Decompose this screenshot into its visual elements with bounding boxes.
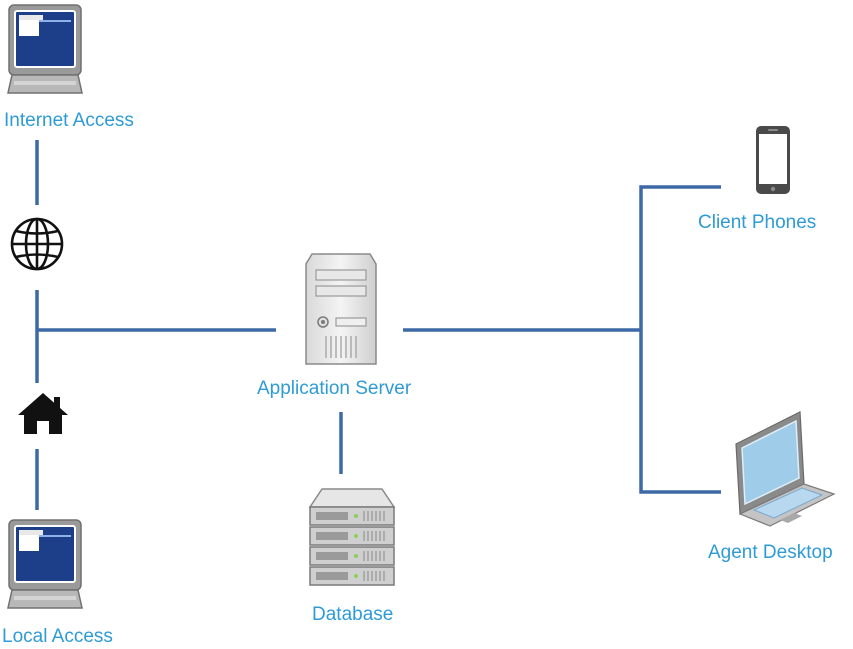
laptop-icon — [735, 411, 836, 527]
client-phones-label: Client Phones — [698, 212, 817, 233]
desktop-computer-icon — [7, 519, 83, 609]
internet-access-node — [6, 3, 84, 97]
local-access-node — [6, 518, 84, 612]
home-icon — [18, 393, 68, 434]
client-phones-node — [754, 124, 792, 196]
database-label: Database — [312, 604, 394, 625]
application-server-label: Application Server — [257, 378, 412, 399]
application-server-node — [304, 252, 378, 366]
link-hub-to-agent-desktop — [639, 330, 721, 494]
tower-server-icon — [305, 253, 377, 365]
agent-desktop-node — [732, 410, 836, 528]
smartphone-icon — [756, 126, 790, 194]
desktop-computer-icon — [7, 4, 83, 94]
home-node — [16, 391, 70, 435]
local-access-label: Local Access — [2, 626, 113, 647]
agent-desktop-label: Agent Desktop — [708, 542, 833, 563]
internet-node — [9, 216, 65, 272]
rack-server-icon — [308, 488, 396, 586]
database-node — [308, 487, 396, 591]
internet-access-label: Internet Access — [4, 110, 134, 131]
link-hub-to-client-phones — [639, 185, 721, 330]
globe-icon — [10, 217, 64, 271]
